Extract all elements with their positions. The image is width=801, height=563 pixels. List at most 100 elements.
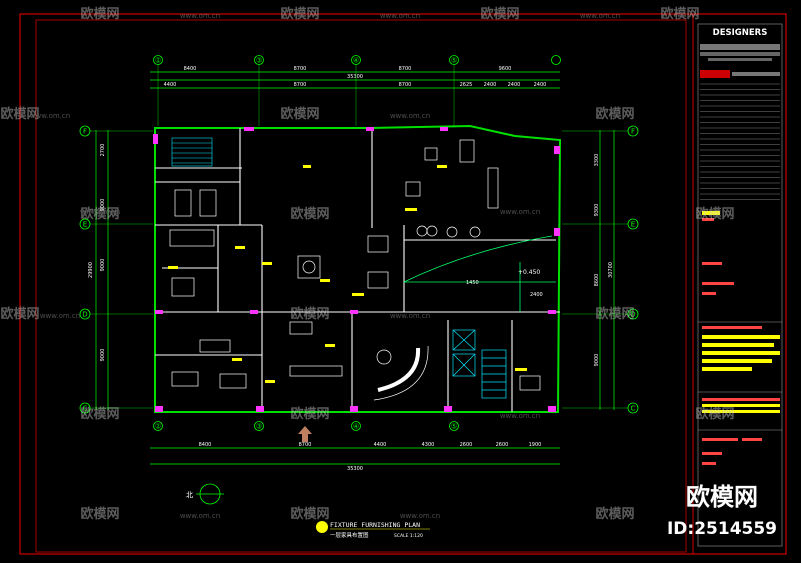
- title-red-7: [702, 398, 780, 401]
- spot-dim-a: 1450: [466, 280, 479, 286]
- dim-top-2: 4400: [164, 82, 177, 88]
- room-label: [325, 344, 335, 347]
- dim-left: 9000: [100, 349, 106, 362]
- reception-desk: [289, 321, 313, 335]
- watermark-site: www.om.cn: [30, 112, 70, 120]
- dim-right: 3300: [594, 154, 600, 167]
- watermarks: 欧模网欧模网欧模网欧模网欧模网欧模网欧模网欧模网欧模网欧模网欧模网欧模网欧模网欧…: [0, 6, 734, 522]
- watermark-brand: 欧模网: [280, 6, 319, 22]
- elevator-1: [452, 329, 476, 351]
- room-label: [168, 266, 178, 269]
- spiral-core: [376, 349, 392, 365]
- grid-label-right: E: [631, 221, 635, 229]
- dim-top-1: 9600: [499, 66, 512, 72]
- dim-top-1: 8700: [399, 66, 412, 72]
- grid-label-top: ⑤: [451, 57, 457, 65]
- door-marker: [548, 310, 556, 314]
- dim-bottom-1: 8700: [299, 442, 312, 448]
- door-marker: [444, 406, 452, 412]
- sofa-1: [367, 235, 389, 253]
- stair-top-left: [171, 137, 213, 167]
- entrance-arrow-icon: [298, 426, 312, 442]
- dim-top-2: 2400: [534, 82, 547, 88]
- room-label: [405, 208, 417, 211]
- title-yellow-7: [702, 404, 780, 407]
- title-yellow-8: [702, 410, 780, 413]
- watermark-badge: 欧模网 ID:2514559: [667, 483, 777, 539]
- watermark-brand: 欧模网: [695, 406, 734, 422]
- watermark-brand: 欧模网: [695, 206, 734, 222]
- doors: [153, 127, 560, 412]
- dim-bottom-1: 2600: [460, 442, 473, 448]
- spiral-outer-rail: [373, 345, 429, 401]
- door-marker: [244, 127, 254, 131]
- annotation-curves: [403, 235, 556, 312]
- toilet-block-1: [174, 189, 192, 217]
- spiral-tread-band: [377, 347, 421, 392]
- title-block: DESIGNERS: [697, 23, 783, 547]
- dim-top-2: 2400: [508, 82, 521, 88]
- desk-1: [405, 181, 421, 197]
- watermark-brand: 欧模网: [80, 6, 119, 22]
- door-marker: [350, 310, 358, 314]
- watermark-site: www.om.cn: [500, 208, 540, 216]
- dim-top-2: 2400: [484, 82, 497, 88]
- north-label: 北: [186, 491, 193, 499]
- inner-frame: [35, 19, 687, 553]
- entrance-arrow-shape: [298, 426, 312, 442]
- grid-label-right: F: [631, 128, 635, 136]
- grid-label-top: ④: [353, 57, 359, 65]
- watermark-site: www.om.cn: [390, 312, 430, 320]
- watermark-brand: 欧模网: [80, 506, 119, 522]
- room-label: [235, 246, 245, 249]
- dim-left: 9000: [100, 199, 106, 212]
- watermark-brand-large: 欧模网: [686, 483, 758, 511]
- dim-left-total: 29900: [88, 262, 94, 278]
- lobby-table-center: [302, 260, 316, 274]
- grid-bubble-top-extra: [551, 55, 561, 65]
- dim-bottom-1: 2600: [496, 442, 509, 448]
- dim-top-2: 8700: [399, 82, 412, 88]
- watermark-brand: 欧模网: [80, 206, 119, 222]
- dim-top-total: 35300: [347, 74, 363, 80]
- grid-label-left: C: [83, 405, 88, 413]
- watermark-brand: 欧模网: [660, 6, 699, 22]
- dim-right: 8600: [594, 274, 600, 287]
- dim-right: 9000: [594, 354, 600, 367]
- room-label: [437, 165, 447, 168]
- title-yellow-2: [702, 335, 780, 339]
- toilet-block-2: [199, 189, 217, 217]
- drawing-title: FIXTURE FURNISHING PLAN 一层家具布置图 SCALE 1:…: [316, 521, 430, 539]
- title-red-block: [700, 70, 730, 78]
- watermark-brand: 欧模网: [0, 306, 39, 322]
- dimension-text-sides: 2700900090009000299003300930086009000307…: [88, 144, 614, 367]
- door-marker: [554, 146, 560, 154]
- watermark-site: www.om.cn: [180, 12, 220, 20]
- dim-top-1: 8400: [184, 66, 197, 72]
- title-bar-4: [732, 72, 780, 76]
- grid-label-bottom: ③: [256, 423, 262, 431]
- grid-label-top: ③: [256, 57, 262, 65]
- level-mark: +0.450: [518, 269, 540, 276]
- cabinet-1: [459, 139, 475, 163]
- title-yellow-3: [702, 343, 774, 347]
- dim-bottom-1: 4400: [374, 442, 387, 448]
- room-label: [352, 293, 364, 296]
- room-label: [262, 262, 272, 265]
- title-red-2: [702, 218, 714, 221]
- watermark-id: ID:2514559: [667, 519, 777, 539]
- dimension-lines-top: [150, 71, 560, 89]
- elevator-1-x: [452, 329, 476, 351]
- outer-frame: [19, 13, 787, 555]
- title-block-lines: [700, 83, 780, 200]
- meeting-table: [169, 229, 215, 247]
- door-marker: [153, 134, 158, 144]
- dim-bottom-total: 35300: [347, 466, 363, 472]
- watermark-brand: 欧模网: [80, 406, 119, 422]
- watermark-brand: 欧模网: [0, 106, 39, 122]
- dim-bottom-1: 4300: [422, 442, 435, 448]
- counter: [289, 365, 343, 377]
- round-stool-3: [446, 226, 458, 238]
- room-label: [320, 279, 330, 282]
